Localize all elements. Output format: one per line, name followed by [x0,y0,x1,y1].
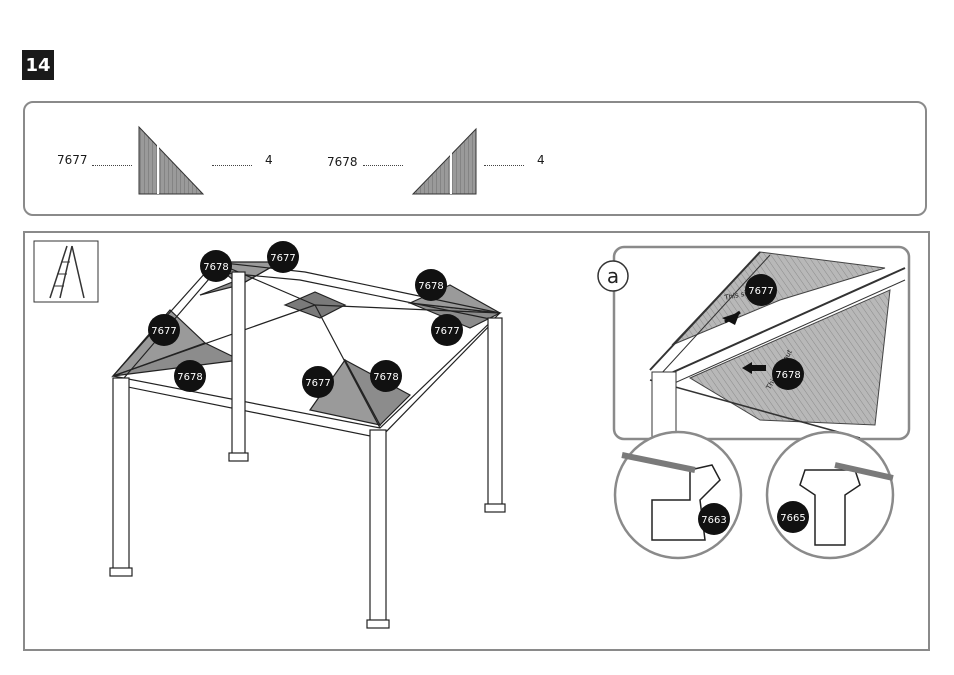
callout-7678: 7678 [418,281,443,292]
part-qty-7677: 4 [265,153,273,167]
leader-dots [484,165,524,166]
part-qty-7678: 4 [537,153,545,167]
callout-7677: 7677 [270,253,295,264]
profile-detail-7665 [765,430,895,560]
detail-letter: a [607,264,619,288]
main-panel [23,231,930,651]
leader-dots [212,165,252,166]
step-number: 14 [22,50,54,80]
detail-a [597,245,911,441]
callout-7663: 7663 [701,515,726,526]
ladder-icon [33,240,99,303]
profile-detail-7663 [613,430,743,560]
arrow-left-icon [742,362,752,374]
part-7678-shape [411,127,477,195]
callout-7665: 7665 [780,513,805,524]
callout-7677: 7677 [748,286,773,297]
callout-7678: 7678 [373,372,398,383]
callout-7677: 7677 [151,326,176,337]
arrow-down-left-icon [724,310,741,324]
leader-dots [92,165,132,166]
callout-7678: 7678 [177,372,202,383]
part-7677-shape [138,125,205,195]
part-code-7678: 7678 [327,155,358,169]
callout-7677: 7677 [305,378,330,389]
callout-7678: 7678 [203,262,228,273]
callout-7678: 7678 [775,370,800,381]
callouts [148,241,809,535]
callout-7677: 7677 [434,326,459,337]
part-code-7677: 7677 [57,153,88,167]
leader-dots [363,165,403,166]
parts-panel [23,101,927,216]
